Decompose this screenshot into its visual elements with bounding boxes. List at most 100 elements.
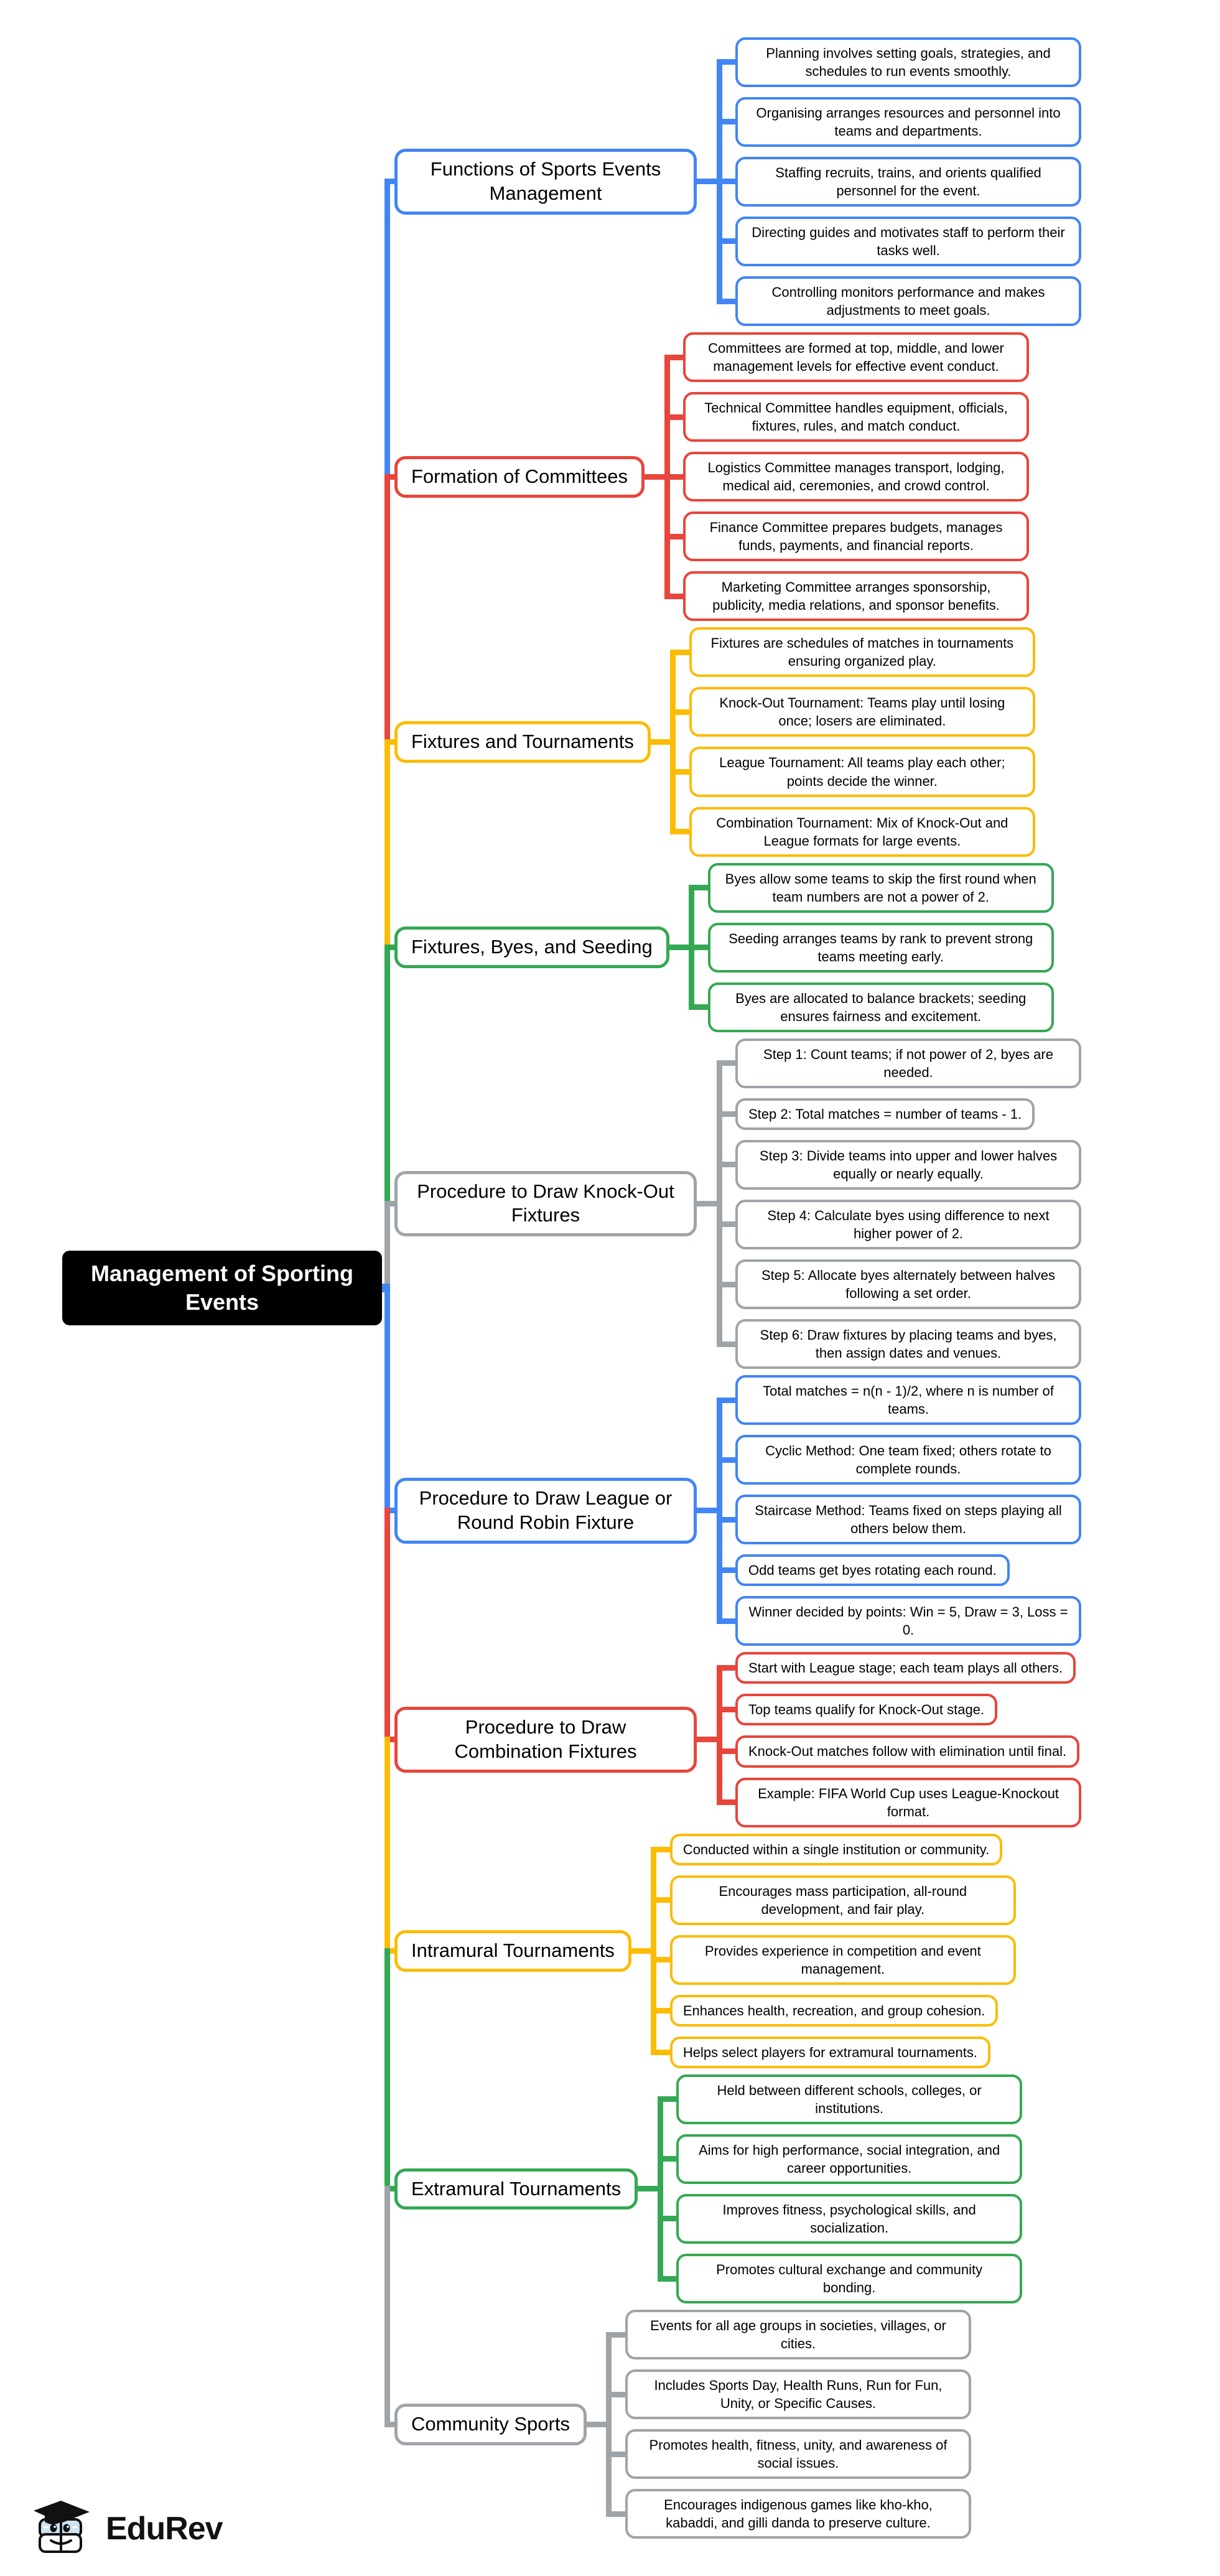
branch-label: Formation of Committees bbox=[394, 455, 645, 498]
connector-line bbox=[716, 1665, 722, 1806]
connector-line bbox=[719, 1799, 737, 1806]
leaf-node: Includes Sports Day, Health Runs, Run fo… bbox=[625, 2369, 971, 2420]
connector-line bbox=[657, 2096, 663, 2282]
connector-line bbox=[608, 2331, 627, 2338]
leaf-node: Example: FIFA World Cup uses League-Knoc… bbox=[735, 1777, 1081, 1827]
connector-line bbox=[606, 2331, 612, 2517]
branch-label: Fixtures, Byes, and Seeding bbox=[394, 926, 669, 969]
connector-line bbox=[719, 1341, 737, 1347]
connector-line bbox=[667, 474, 685, 480]
leaves-column: Conducted within a single institution or… bbox=[669, 1833, 1043, 2068]
connector-line bbox=[719, 119, 737, 125]
connector-line bbox=[719, 298, 737, 304]
connector-line bbox=[653, 2007, 672, 2014]
leaf-node: Planning involves setting goals, strateg… bbox=[735, 37, 1081, 87]
connector-line bbox=[667, 593, 685, 599]
connector-line bbox=[384, 1200, 396, 1206]
leaf-node: Logistics Committee manages transport, l… bbox=[683, 452, 1029, 502]
leaves-column: Total matches = n(n - 1)/2, where n is n… bbox=[735, 1375, 1109, 1646]
connector-line bbox=[719, 1221, 737, 1228]
connector-line bbox=[384, 474, 396, 480]
connector-line bbox=[384, 945, 390, 1206]
connector-line bbox=[719, 1748, 737, 1755]
connector-line bbox=[719, 179, 737, 185]
branch-procedure-to-draw-knock-out-fixtures: Procedure to Draw Knock-Out Fixtures Step… bbox=[394, 1038, 1109, 1370]
leaf-node: Cyclic Method: One team fixed; others ro… bbox=[735, 1435, 1081, 1485]
leaf-node: Step 3: Divide teams into upper and lowe… bbox=[735, 1139, 1081, 1190]
leaf-node: Marketing Committee arranges sponsorship… bbox=[683, 571, 1029, 622]
connector-line bbox=[695, 1737, 719, 1743]
branch-label: Functions of Sports Events Management bbox=[394, 149, 697, 215]
connector-line bbox=[673, 769, 691, 775]
connector-line bbox=[384, 1948, 390, 2192]
leaf-node: Odd teams get byes rotating each round. bbox=[735, 1554, 1010, 1587]
leaves-column: Start with League stage; each team plays… bbox=[735, 1652, 1109, 1827]
connector-line bbox=[673, 649, 691, 655]
branch-fixtures-byes-and-seeding: Fixtures, Byes, and Seeding Byes allow so… bbox=[394, 862, 1109, 1032]
connector-line bbox=[384, 1200, 390, 1288]
graduate-books-mascot-icon bbox=[32, 2494, 97, 2562]
leaf-node: Encourages mass participation, all-round… bbox=[669, 1875, 1016, 1925]
connector-line bbox=[384, 1508, 390, 1743]
branch-label: Procedure to Draw Knock-Out Fixtures bbox=[394, 1170, 697, 1237]
connector-line bbox=[719, 59, 737, 65]
leaves-column: Byes allow some teams to skip the first … bbox=[707, 862, 1081, 1032]
connector-line bbox=[384, 179, 396, 185]
leaf-node: Enhances health, recreation, and group c… bbox=[669, 1994, 999, 2027]
branch-label: Community Sports bbox=[394, 2403, 587, 2445]
leaf-node: Held between different schools, colleges… bbox=[676, 2074, 1023, 2124]
branch-intramural-tournaments: Intramural Tournaments Conducted within a… bbox=[394, 1833, 1109, 2068]
leaf-node: Step 1: Count teams; if not power of 2, … bbox=[735, 1038, 1081, 1088]
leaf-node: Seeding arranges teams by rank to preven… bbox=[707, 922, 1054, 973]
connector-line bbox=[719, 1111, 737, 1117]
connector-line bbox=[660, 2216, 679, 2222]
connector-line bbox=[384, 1508, 396, 1514]
leaf-node: Aims for high performance, social integr… bbox=[676, 2134, 1023, 2184]
connector-line bbox=[643, 474, 667, 480]
leaf-node: Knock-Out Tournament: Teams play until l… bbox=[689, 687, 1035, 737]
connector-line bbox=[719, 238, 737, 245]
connector-line bbox=[384, 2186, 390, 2427]
leaf-node: Combination Tournament: Mix of Knock-Out… bbox=[689, 806, 1035, 857]
leaf-node: Promotes cultural exchange and community… bbox=[676, 2253, 1023, 2304]
connector-line bbox=[660, 2156, 679, 2162]
connector-line bbox=[648, 739, 673, 745]
branch-label: Procedure to Draw League or Round Robin … bbox=[394, 1478, 697, 1544]
leaves-column: Held between different schools, colleges… bbox=[676, 2074, 1050, 2304]
connector-line bbox=[691, 885, 710, 891]
leaf-node: League Tournament: All teams play each o… bbox=[689, 747, 1035, 797]
leaf-node: Byes allow some teams to skip the first … bbox=[707, 862, 1054, 913]
connector-line bbox=[653, 1846, 672, 1852]
connector-line bbox=[719, 1618, 737, 1624]
leaf-node: Knock-Out matches follow with eliminatio… bbox=[735, 1735, 1080, 1768]
connector-line bbox=[384, 1737, 396, 1743]
connector-line bbox=[384, 179, 390, 480]
connector-line bbox=[384, 2421, 396, 2427]
connector-line bbox=[673, 709, 691, 715]
leaf-node: Directing guides and motivates staff to … bbox=[735, 216, 1081, 266]
branch-label: Intramural Tournaments bbox=[394, 1930, 631, 1972]
connector-line bbox=[719, 1060, 737, 1066]
leaf-node: Byes are allocated to balance brackets; … bbox=[707, 982, 1054, 1032]
connector-line bbox=[719, 1281, 737, 1287]
connector-line bbox=[719, 1516, 737, 1523]
connector-line bbox=[691, 945, 710, 951]
connector-line bbox=[695, 179, 719, 185]
connector-line bbox=[719, 1707, 737, 1713]
leaf-node: Fixtures are schedules of matches in tou… bbox=[689, 627, 1035, 678]
connector-line bbox=[384, 1948, 396, 1954]
connector-line bbox=[667, 414, 685, 420]
connector-line bbox=[608, 2391, 627, 2397]
leaf-node: Provides experience in competition and e… bbox=[669, 1934, 1016, 1985]
leaves-column: Step 1: Count teams; if not power of 2, … bbox=[735, 1038, 1109, 1370]
leaf-node: Finance Committee prepares budgets, mana… bbox=[683, 511, 1029, 562]
connector-line bbox=[667, 533, 685, 539]
leaf-node: Winner decided by points: Win = 5, Draw … bbox=[735, 1596, 1081, 1646]
branch-functions-of-sports-events-management: Functions of Sports Events Management Pla… bbox=[394, 37, 1109, 327]
